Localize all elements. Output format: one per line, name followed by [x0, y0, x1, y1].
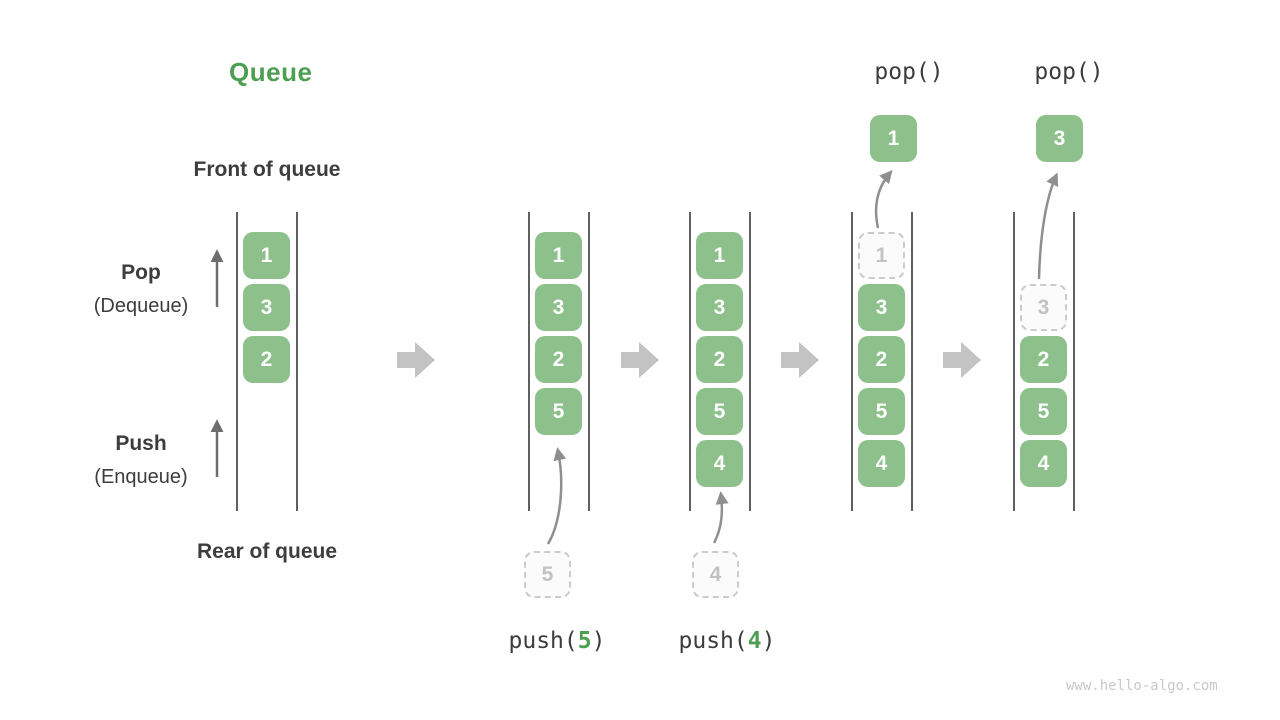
queue-stage-3: 1 3 2 5 4 4 — [689, 212, 751, 598]
queue-rail — [236, 212, 238, 511]
front-of-queue-label: Front of queue — [193, 158, 341, 181]
queue-rail — [689, 212, 691, 511]
queue-stage-1: 1 3 2 — [236, 212, 298, 511]
watermark: www.hello-algo.com — [1066, 678, 1218, 694]
queue-rail — [296, 212, 298, 511]
push-fn-text: push( — [508, 628, 578, 654]
queue-item: 3 — [696, 284, 743, 331]
dequeue-label: (Dequeue) — [93, 295, 189, 317]
enqueue-label: (Enqueue) — [94, 466, 188, 488]
queue-item: 1 — [535, 232, 582, 279]
push-close-text: ) — [591, 628, 606, 654]
flow-arrow-icon — [943, 342, 981, 378]
queue-stage-2: 1 3 2 5 5 — [524, 212, 590, 598]
incoming-item-ghost: 4 — [692, 551, 739, 598]
queue-rail — [749, 212, 751, 511]
queue-stage-5: 3 3 2 5 4 — [1013, 115, 1083, 511]
pop-operation-label-1: pop() — [874, 59, 944, 85]
push-close-text: ) — [761, 628, 776, 654]
queue-item: 2 — [535, 336, 582, 383]
queue-rail — [911, 212, 913, 511]
queue-rail — [588, 212, 590, 511]
pop-label: Pop — [121, 261, 161, 284]
removed-item-ghost: 3 — [1020, 284, 1067, 331]
pop-operation-label-2: pop() — [1034, 59, 1104, 85]
queue-rail — [851, 212, 853, 511]
push-4-operation-label: push(4) — [657, 628, 797, 654]
queue-item: 5 — [858, 388, 905, 435]
push-arg-text: 5 — [577, 628, 592, 654]
flow-arrow-icon — [781, 342, 819, 378]
popped-item: 1 — [870, 115, 917, 162]
removed-item-ghost: 1 — [858, 232, 905, 279]
queue-item: 3 — [535, 284, 582, 331]
queue-item: 3 — [243, 284, 290, 331]
queue-rail — [1073, 212, 1075, 511]
incoming-item-ghost: 5 — [524, 551, 571, 598]
queue-item: 1 — [243, 232, 290, 279]
rear-of-queue-label: Rear of queue — [196, 540, 338, 563]
push-arg-text: 4 — [747, 628, 762, 654]
queue-item: 5 — [535, 388, 582, 435]
push-fn-text: push( — [678, 628, 748, 654]
queue-item: 2 — [696, 336, 743, 383]
push-label: Push — [115, 432, 167, 455]
push-5-operation-label: push(5) — [487, 628, 627, 654]
popped-item: 3 — [1036, 115, 1083, 162]
queue-stage-4: 1 1 3 2 5 4 — [851, 115, 917, 511]
diagram-title: Queue — [229, 57, 313, 87]
queue-rail — [528, 212, 530, 511]
queue-item: 4 — [696, 440, 743, 487]
queue-item: 2 — [858, 336, 905, 383]
flow-arrow-icon — [621, 342, 659, 378]
queue-item: 5 — [696, 388, 743, 435]
queue-item: 2 — [1020, 336, 1067, 383]
queue-item: 2 — [243, 336, 290, 383]
flow-arrow-icon — [397, 342, 435, 378]
queue-item: 5 — [1020, 388, 1067, 435]
queue-rail — [1013, 212, 1015, 511]
queue-item: 4 — [858, 440, 905, 487]
queue-item: 4 — [1020, 440, 1067, 487]
queue-item: 1 — [696, 232, 743, 279]
queue-item: 3 — [858, 284, 905, 331]
